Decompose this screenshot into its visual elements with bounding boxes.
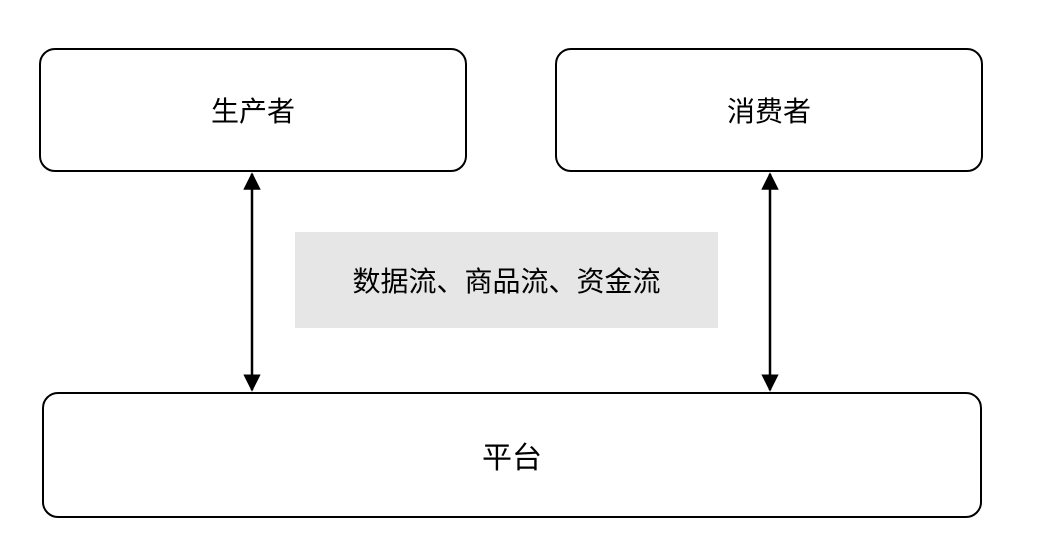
flows-label: 数据流、商品流、资金流: [352, 265, 661, 298]
producer-node: 生产者: [39, 48, 467, 172]
platform-label: 平台: [482, 441, 542, 476]
platform-node: 平台: [42, 392, 982, 518]
producer-label: 生产者: [210, 95, 295, 128]
consumer-node: 消费者: [555, 48, 983, 172]
consumer-label: 消费者: [726, 95, 811, 128]
flows-label-box: 数据流、商品流、资金流: [295, 232, 718, 328]
